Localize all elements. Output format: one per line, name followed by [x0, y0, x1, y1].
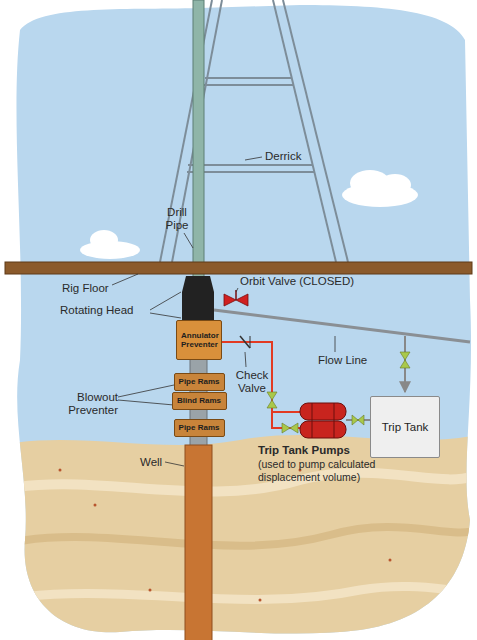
part-label: Derrick [265, 150, 325, 163]
ground [0, 435, 477, 640]
part-label: Trip Tank Pumps [258, 444, 368, 457]
ram-box: Blind Rams [172, 392, 227, 410]
node-text: Trip Tank [382, 421, 429, 434]
flow-line [214, 310, 470, 342]
part-label: Check Valve [232, 369, 272, 395]
node-text: Annulator Preventer [181, 331, 217, 350]
ram-box: Pipe Rams [174, 373, 225, 391]
derrick [160, 0, 348, 262]
trip-tank: Trip Tank [370, 396, 440, 458]
node-text: Blind Rams [177, 396, 221, 406]
part-label: Rig Floor [62, 282, 122, 295]
part-label: Orbit Valve (CLOSED) [240, 275, 380, 288]
check-valve [240, 336, 250, 348]
part-label: Flow Line [318, 354, 388, 367]
rig-floor [5, 262, 472, 274]
part-label: Rotating Head [60, 304, 150, 317]
part-label: Blowout Preventer [56, 391, 118, 417]
part-label: Drill Pipe [162, 206, 192, 232]
node-text: Pipe Rams [179, 377, 220, 387]
orbit-valve [224, 290, 248, 306]
part-note: (used to pump calculated displacement vo… [258, 458, 408, 484]
ram-box: Pipe Rams [174, 419, 225, 437]
cloud [80, 170, 418, 259]
part-label: Well [140, 456, 170, 469]
fill-line [214, 342, 300, 428]
well-casing [185, 445, 212, 640]
annular-preventer: Annulator Preventer [176, 320, 222, 360]
node-text: Pipe Rams [179, 423, 220, 433]
trip-tank-pumps [300, 403, 346, 438]
leader-line [112, 157, 335, 466]
